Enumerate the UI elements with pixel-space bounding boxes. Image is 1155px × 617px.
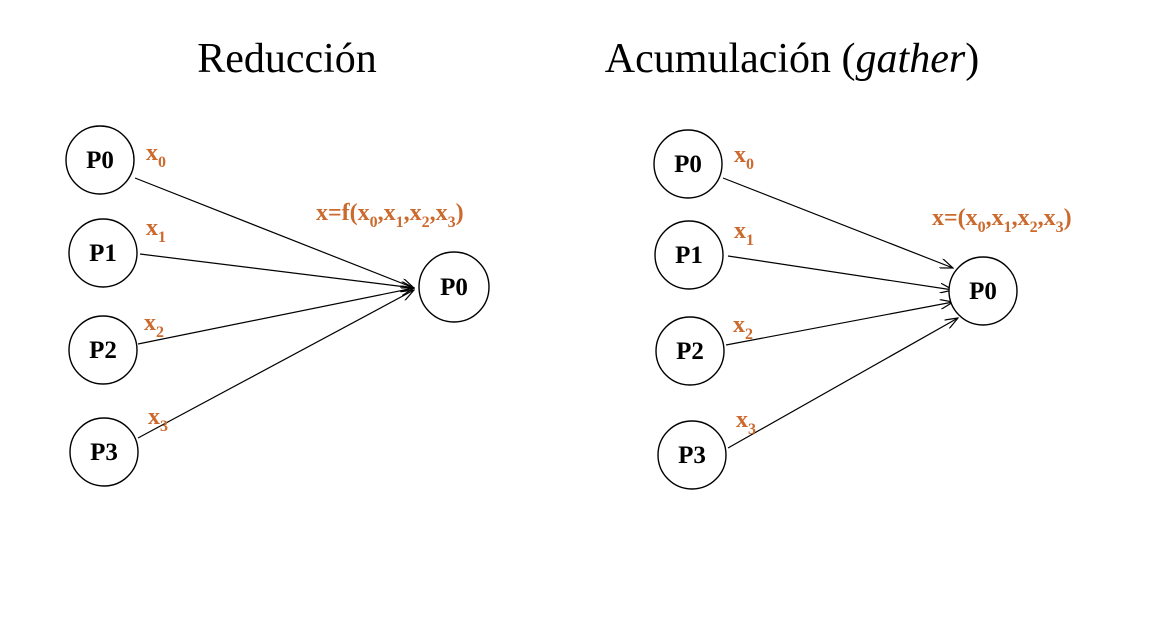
node-p3: P3 (657, 420, 727, 490)
value-label-x2: x2 (733, 312, 753, 343)
value-label-x2: x2 (144, 310, 164, 341)
edge-p3-to-target (727, 318, 958, 449)
value-label-x1: x1 (734, 218, 754, 249)
svg-text:P1: P1 (89, 240, 117, 267)
reduction-result-formula: x=f(x0,x1,x2,x3) (316, 200, 464, 231)
node-p0: P0 (65, 125, 135, 195)
svg-text:P0: P0 (969, 278, 997, 305)
reduction-diagram: Reducción P0 P1 P2 P3 P0 x0 x1 (65, 36, 490, 487)
node-target-p0: P0 (418, 251, 490, 323)
reduction-title: Reducción (197, 36, 377, 82)
value-label-x0: x0 (734, 142, 754, 173)
value-label-x0: x0 (146, 140, 166, 171)
node-p0: P0 (653, 129, 723, 199)
edge-p0-to-target (134, 177, 414, 288)
node-p1: P1 (68, 218, 138, 288)
svg-text:P0: P0 (440, 274, 468, 301)
node-p1: P1 (654, 220, 724, 290)
edge-p3-to-target (137, 290, 414, 439)
svg-text:P2: P2 (676, 338, 704, 365)
node-p3: P3 (69, 417, 139, 487)
gather-diagram: Acumulación (gather) P0 P1 P2 P3 P0 x (605, 36, 1072, 490)
gather-title: Acumulación (gather) (605, 36, 979, 82)
gather-result-formula: x=(x0,x1,x2,x3) (932, 205, 1072, 236)
edge-p2-to-target (137, 288, 414, 345)
edge-p0-to-target (722, 177, 953, 268)
edge-p1-to-target (727, 255, 953, 290)
value-label-x1: x1 (146, 215, 166, 246)
svg-text:P1: P1 (675, 242, 703, 269)
svg-text:P2: P2 (89, 337, 117, 364)
edge-p1-to-target (139, 253, 414, 288)
edge-p2-to-target (725, 302, 953, 346)
value-label-x3: x3 (148, 404, 168, 435)
svg-text:P3: P3 (678, 442, 706, 469)
value-label-x3: x3 (736, 407, 756, 438)
svg-text:P0: P0 (674, 151, 702, 178)
node-p2: P2 (68, 315, 138, 385)
svg-text:P0: P0 (86, 147, 114, 174)
node-target-p0: P0 (948, 256, 1018, 326)
node-p2: P2 (655, 316, 725, 386)
svg-text:P3: P3 (90, 439, 118, 466)
